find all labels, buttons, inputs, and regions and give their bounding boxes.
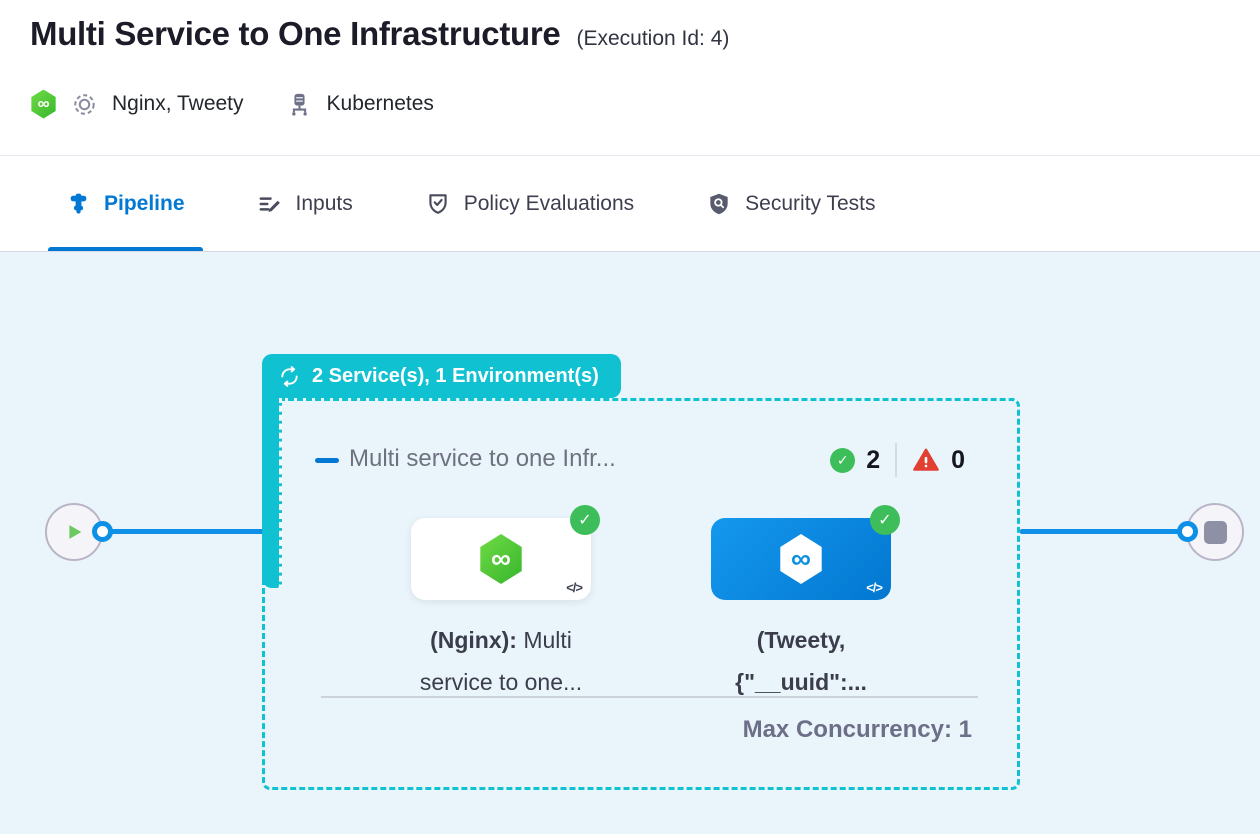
- tab-security-tests[interactable]: Security Tests: [688, 156, 893, 251]
- error-count: 0: [951, 445, 965, 474]
- pipeline-meta-row: ∞ Nginx, Tweety Kubernetes: [30, 88, 434, 120]
- tab-inputs-label: Inputs: [295, 191, 353, 215]
- loop-icon: [278, 365, 301, 388]
- title-row: Multi Service to One Infrastructure (Exe…: [30, 15, 729, 53]
- tab-inputs[interactable]: Inputs: [239, 156, 371, 251]
- page-header: Multi Service to One Infrastructure (Exe…: [0, 0, 1260, 156]
- pipeline-icon: [66, 191, 91, 216]
- collapse-icon[interactable]: [315, 458, 339, 463]
- stage-divider: [321, 696, 978, 698]
- edge-start-to-stage: [102, 529, 264, 534]
- service-name-line2: {"__uuid":...: [735, 669, 867, 695]
- stage-group-badge-label: 2 Service(s), 1 Environment(s): [312, 364, 599, 387]
- service-card-tweety[interactable]: ∞ ✓ </>: [711, 505, 900, 600]
- service-name-bold: (Nginx):: [430, 627, 517, 653]
- stage-title[interactable]: Multi service to one Infr...: [349, 445, 616, 472]
- stage-status-counts: ✓ 2 0: [830, 443, 965, 477]
- pipeline-start-node[interactable]: [45, 503, 103, 561]
- error-warning-icon: [912, 446, 940, 474]
- code-icon: </>: [566, 580, 583, 595]
- check-glyph: ✓: [836, 451, 849, 468]
- check-glyph: ✓: [878, 512, 892, 529]
- stage-group-badge[interactable]: 2 Service(s), 1 Environment(s): [262, 354, 621, 398]
- harness-service-icon: ∞: [31, 89, 56, 119]
- edge-stage-to-end: [1020, 529, 1188, 534]
- shield-scan-icon: [706, 191, 732, 217]
- shield-check-icon: [425, 191, 451, 217]
- success-badge-icon: ✓: [870, 505, 900, 535]
- tab-pipeline-label: Pipeline: [104, 191, 185, 215]
- stage-group-left-strip: [262, 398, 282, 588]
- pipeline-canvas[interactable]: 2 Service(s), 1 Environment(s) Multi ser…: [0, 252, 1260, 834]
- tab-bar: Pipeline Inputs Policy Evaluations: [0, 156, 1260, 252]
- check-glyph: ✓: [578, 512, 592, 529]
- success-count: 2: [866, 445, 881, 474]
- page-title: Multi Service to One Infrastructure: [30, 15, 561, 52]
- harness-service-icon: ∞: [480, 534, 522, 584]
- execution-id: (Execution Id: 4): [576, 27, 730, 50]
- tab-security-tests-label: Security Tests: [745, 191, 876, 215]
- success-badge-icon: ✓: [570, 505, 600, 535]
- gear-icon: [71, 91, 98, 118]
- infrastructure-label[interactable]: Kubernetes: [326, 92, 434, 115]
- start-connector-port[interactable]: [92, 521, 113, 542]
- infinity-glyph: ∞: [791, 543, 811, 574]
- max-concurrency-label: Max Concurrency: 1: [742, 716, 972, 743]
- tab-policy-evaluations[interactable]: Policy Evaluations: [407, 156, 652, 251]
- service-label-nginx[interactable]: (Nginx): Multi service to one...: [369, 619, 633, 703]
- success-count-icon: ✓: [830, 447, 856, 473]
- tab-pipeline[interactable]: Pipeline: [48, 156, 203, 251]
- service-name-line2: service to one...: [419, 669, 583, 695]
- infrastructure-icon: [286, 91, 313, 118]
- stage-group-box[interactable]: Multi service to one Infr... ✓ 2 0 ∞ ✓ <…: [262, 398, 1020, 790]
- code-icon: </>: [866, 580, 883, 595]
- services-label[interactable]: Nginx, Tweety: [112, 92, 244, 115]
- service-name-rest: Multi: [516, 627, 572, 653]
- service-card-nginx[interactable]: ∞ ✓ </>: [411, 505, 600, 600]
- infinity-glyph: ∞: [491, 543, 511, 574]
- play-icon: [69, 525, 82, 539]
- stop-icon: [1203, 520, 1227, 544]
- inputs-icon: [257, 191, 283, 217]
- infinity-glyph: ∞: [37, 94, 50, 113]
- pipeline-end-node[interactable]: [1186, 503, 1244, 561]
- tab-policy-evaluations-label: Policy Evaluations: [463, 191, 635, 215]
- end-connector-port[interactable]: [1177, 521, 1198, 542]
- service-name-bold: (Tweety,: [756, 627, 846, 653]
- counts-divider: [895, 443, 898, 477]
- service-label-tweety[interactable]: (Tweety, {"__uuid":...: [669, 619, 933, 703]
- harness-service-icon: ∞: [780, 534, 822, 584]
